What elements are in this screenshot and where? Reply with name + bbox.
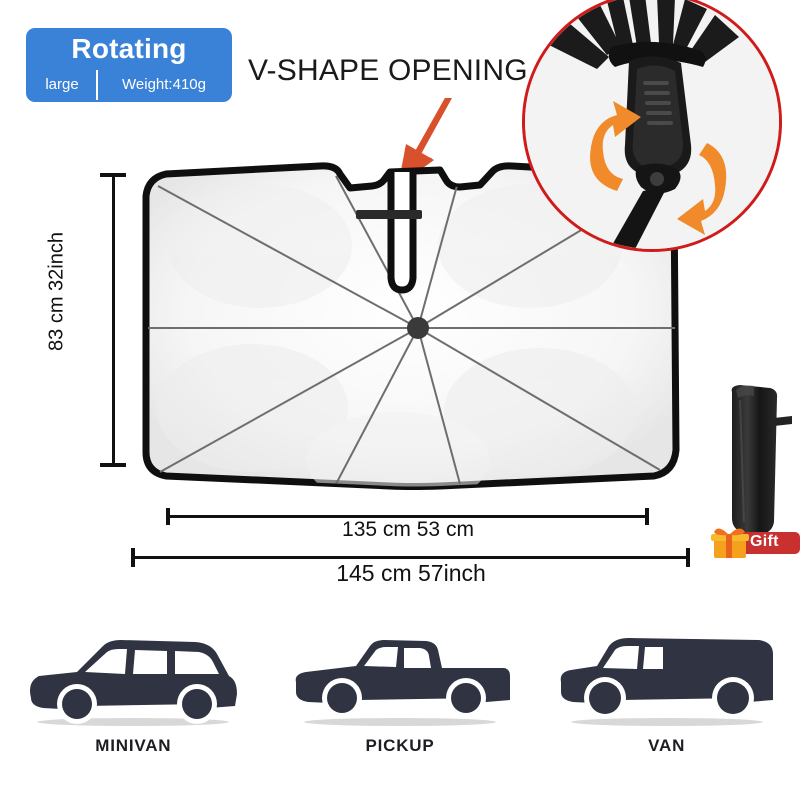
vehicle-item-pickup: PICKUP: [267, 624, 534, 756]
badge-size-label: large: [45, 76, 79, 93]
height-dimension-cap-top: [100, 173, 126, 177]
gift-badge: Gift: [708, 524, 800, 562]
badge-weight-label: Weight:410g: [96, 70, 230, 100]
product-spec-badge: Rotating large Weight:410g: [26, 28, 232, 102]
height-dimension-cap-bottom: [100, 463, 126, 467]
inner-width-cap-left: [166, 508, 170, 525]
rotation-arrow-right: [677, 143, 727, 235]
sunshade-umbrella-illustration: [142, 162, 680, 490]
shade-center-hub: [407, 317, 429, 339]
pickup-icon: [295, 640, 510, 726]
outer-width-cap-right: [686, 548, 690, 567]
inner-width-dimension-line: [168, 515, 648, 518]
outer-width-dimension-label: 145 cm 57inch: [336, 560, 486, 586]
handle-closeup-art: [525, 0, 779, 249]
van-icon: [560, 638, 773, 726]
outer-width-dimension-line: [133, 556, 689, 559]
vehicle-label-pickup: PICKUP: [365, 736, 435, 755]
storage-bag-illustration: [731, 385, 792, 535]
vehicle-label-minivan: MINIVAN: [95, 736, 172, 755]
vehicle-item-minivan: MINIVAN: [0, 624, 267, 756]
inner-width-dimension-label: 135 cm 53 cm: [342, 518, 474, 541]
outer-width-cap-left: [131, 548, 135, 567]
gift-label: Gift: [750, 533, 779, 550]
rotation-arrow-left: [590, 101, 641, 191]
gift-badge-art: [711, 528, 800, 558]
shade-rib-lines: [148, 175, 676, 485]
gift-box-icon: [711, 528, 749, 558]
vehicle-item-van: VAN: [533, 624, 800, 756]
badge-title: Rotating: [71, 33, 187, 64]
v-shape-opening-notch: [356, 172, 422, 294]
rotating-handle-detail-inset: [522, 0, 782, 252]
height-dimension-line: [112, 176, 115, 466]
inner-width-cap-right: [645, 508, 649, 525]
minivan-icon: [30, 640, 238, 726]
shade-panel-shading: [156, 184, 636, 487]
grip-ridges: [643, 81, 673, 125]
badge-subrow: large Weight:410g: [28, 70, 230, 100]
vehicle-compatibility-strip: MINIVAN PICKUP: [0, 596, 800, 756]
feature-title: V-SHAPE OPENING: [248, 54, 528, 87]
vehicle-label-van: VAN: [648, 736, 686, 755]
height-dimension-label: 83 cm 32inch: [45, 232, 68, 351]
